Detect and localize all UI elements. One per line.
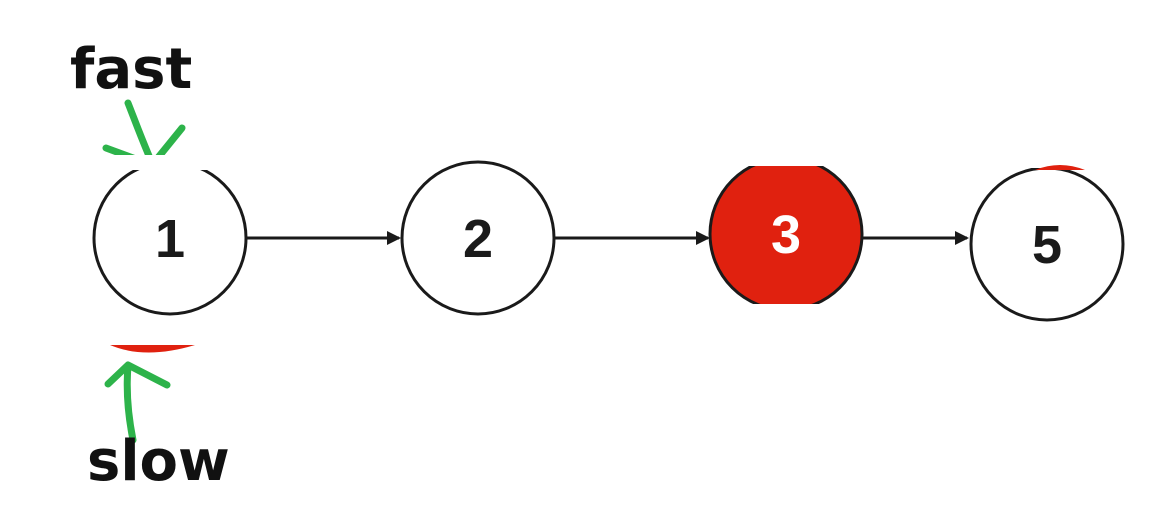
crop-mask-bottom-1 bbox=[70, 320, 290, 345]
crop-mask-top-1 bbox=[95, 155, 235, 170]
slow-pointer-label: slow bbox=[87, 429, 230, 494]
node-3-label: 3 bbox=[771, 205, 801, 265]
crop-mask-top-3 bbox=[700, 150, 880, 166]
node-1: 1 bbox=[92, 160, 248, 316]
crop-mask-bottom-3 bbox=[700, 304, 880, 324]
slow-arrow-head bbox=[104, 361, 171, 389]
slow-node-fragment bbox=[110, 345, 195, 353]
node-2-circle bbox=[400, 160, 556, 316]
node-3: 3 bbox=[708, 156, 864, 312]
slow-arrow-shaft bbox=[123, 362, 137, 444]
crop-mask-top-5 bbox=[960, 152, 1130, 168]
node-2-label: 2 bbox=[463, 209, 493, 269]
node-5-top-red-fragment bbox=[1035, 165, 1085, 170]
node-1-label: 1 bbox=[155, 209, 185, 269]
fast-pointer-label: fast bbox=[70, 37, 192, 102]
node-5: 5 bbox=[969, 166, 1125, 322]
slow-pointer-arrow bbox=[104, 361, 171, 444]
node-5-label: 5 bbox=[1032, 215, 1062, 275]
node-2: 2 bbox=[400, 160, 556, 316]
